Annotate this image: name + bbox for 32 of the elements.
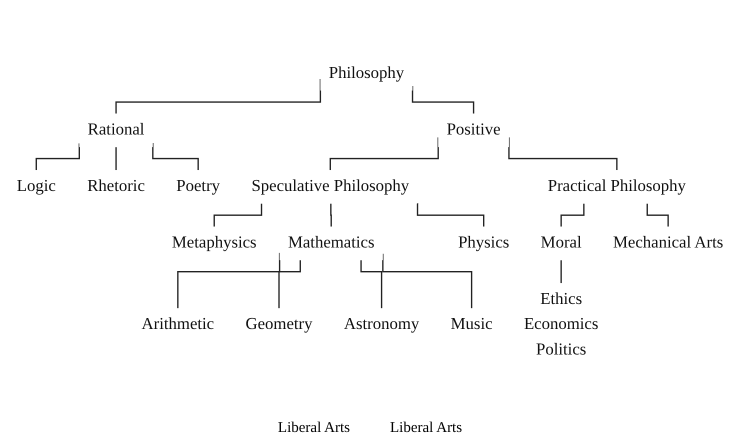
connector bbox=[330, 204, 332, 228]
node-text: Mechanical Arts bbox=[613, 234, 724, 252]
connector bbox=[560, 260, 562, 284]
connector bbox=[382, 254, 472, 309]
connector bbox=[115, 147, 117, 171]
node-text: Arithmetic bbox=[142, 316, 214, 334]
connector bbox=[416, 202, 484, 228]
connector bbox=[278, 260, 301, 309]
node-text: Rhetoric bbox=[87, 177, 145, 196]
connector bbox=[560, 204, 585, 228]
connector bbox=[360, 260, 382, 309]
node-text: Practical Philosophy bbox=[548, 177, 686, 196]
node-text: Mathematics bbox=[288, 234, 374, 252]
connector bbox=[508, 137, 618, 171]
bracket-label: Liberal Arts bbox=[278, 420, 350, 437]
connector bbox=[214, 204, 262, 228]
node-text: Speculative Philosophy bbox=[251, 177, 410, 196]
node-text: Astronomy bbox=[344, 316, 420, 334]
connector bbox=[36, 143, 80, 171]
connector bbox=[646, 204, 669, 228]
connector bbox=[177, 252, 280, 309]
node-text: Metaphysics bbox=[172, 234, 257, 252]
node-text: Poetry bbox=[176, 177, 220, 196]
connector bbox=[152, 143, 199, 171]
node-text: Moral bbox=[540, 234, 582, 252]
node-text: Geometry bbox=[246, 316, 312, 334]
node-text: Music bbox=[450, 316, 493, 334]
bracket-label: Liberal Arts bbox=[390, 420, 462, 437]
node-text: Rational bbox=[88, 120, 144, 139]
node-text: Physics bbox=[458, 234, 510, 252]
node-text: Logic bbox=[16, 177, 56, 196]
node-text: Ethics Economics Politics bbox=[524, 290, 598, 359]
